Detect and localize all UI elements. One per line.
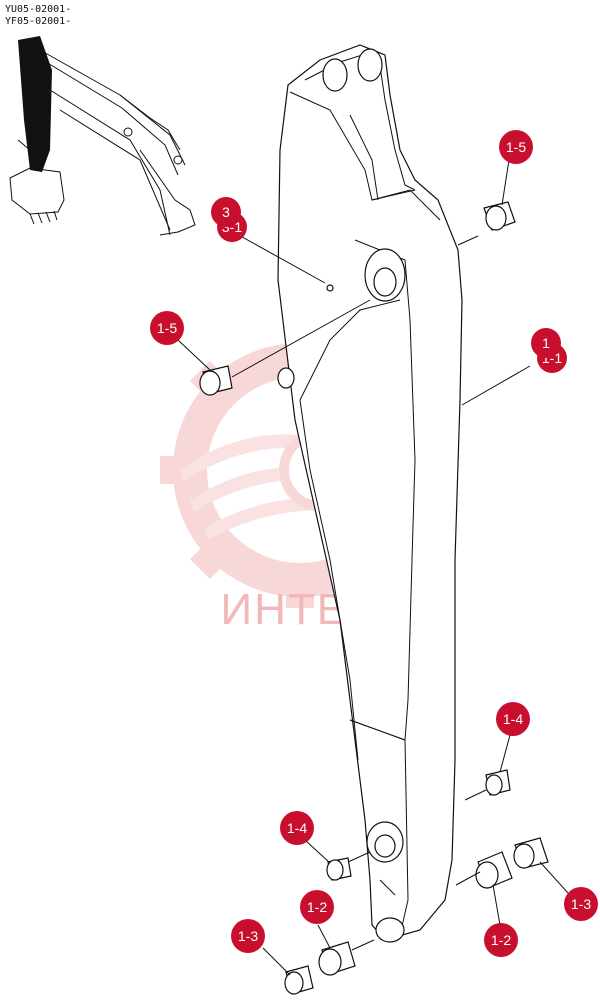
callout-1-4-left[interactable]: 1-4	[280, 811, 314, 845]
excavator-thumbnail	[9, 36, 196, 236]
serial-number-2: YF05-02001-	[5, 16, 72, 27]
callout-1-label: 1	[542, 335, 550, 351]
callout-1-3-right-label: 1-3	[571, 896, 591, 912]
arm-assembly	[277, 44, 463, 943]
callout-1-2-right[interactable]: 1-2	[484, 923, 518, 957]
bushing-1-3-left	[284, 965, 314, 995]
callout-3-label: 3	[222, 204, 230, 220]
bushing-1-2-right	[475, 851, 513, 889]
callout-1-4-left-label: 1-4	[287, 820, 307, 836]
callout-1-3-right[interactable]: 1-3	[564, 887, 598, 921]
callout-1-2-left[interactable]: 1-2	[300, 890, 334, 924]
callout-1-2-left-label: 1-2	[307, 899, 327, 915]
serial-number-1: YU05-02001-	[5, 4, 72, 15]
callout-1-3-left[interactable]: 1-3	[231, 919, 265, 953]
bushing-1-4-left	[326, 857, 352, 881]
callout-1-3-left-label: 1-3	[238, 928, 258, 944]
bushing-1-3-right	[513, 837, 549, 869]
callout-1-5-top[interactable]: 1-5	[499, 130, 533, 164]
callout-1-4-right-label: 1-4	[503, 711, 523, 727]
bushing-1-2-left	[318, 941, 356, 976]
callout-1-5-top-label: 1-5	[506, 139, 526, 155]
callout-1-5-left-label: 1-5	[157, 320, 177, 336]
callout-1-2-right-label: 1-2	[491, 932, 511, 948]
callout-1-5-left[interactable]: 1-5	[150, 311, 184, 345]
bushing-1-4-right	[485, 769, 511, 796]
callout-1-4-right[interactable]: 1-4	[496, 702, 530, 736]
bushing-1-5-top	[483, 201, 516, 231]
callout-3[interactable]: 3	[211, 197, 241, 227]
bushing-1-5-left	[199, 365, 233, 396]
callout-1[interactable]: 1	[531, 328, 561, 358]
